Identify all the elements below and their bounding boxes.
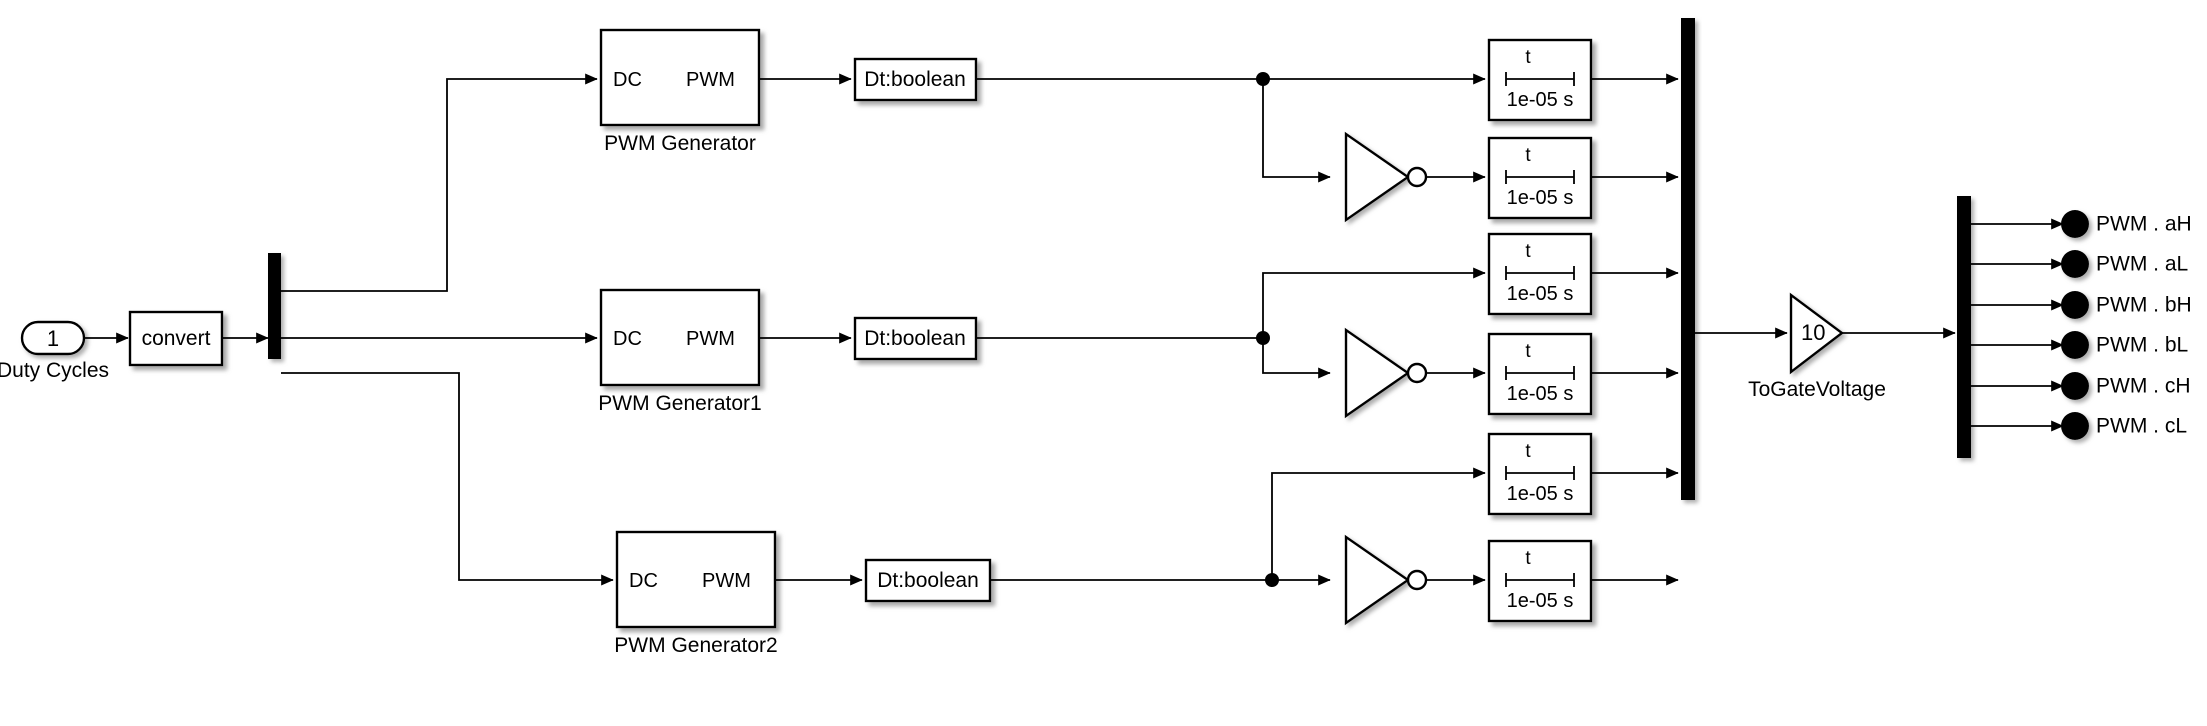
pwm-generator-block-2[interactable] xyxy=(615,530,777,629)
delay-block-0[interactable] xyxy=(1487,38,1593,122)
output-port-circle-4[interactable] xyxy=(2061,372,2089,400)
wire-junction0-to-not0 xyxy=(1262,79,1331,183)
delay5-value: 1e-05 s xyxy=(1506,590,1574,612)
delay3-symbol: t xyxy=(1525,341,1531,362)
input-port-number: 1 xyxy=(46,326,60,351)
wire-junction1-to-not1 xyxy=(1262,338,1331,379)
delay2-value: 1e-05 s xyxy=(1506,283,1574,305)
convert-block-label: convert xyxy=(141,327,211,350)
input-port-label: Duty Cycles xyxy=(0,359,110,382)
output-port-circle-2[interactable] xyxy=(2061,291,2089,319)
delay-block-1[interactable] xyxy=(1487,136,1593,220)
wire-demux-to-pwm-generator2 xyxy=(281,372,614,586)
wire-demux-to-pwm-generator xyxy=(281,73,598,292)
pwmgen1-output-port-label: PWM xyxy=(686,328,735,350)
output-mux-bar[interactable] xyxy=(1681,18,1695,500)
dtbool1-label: Dt:boolean xyxy=(864,327,966,350)
delay3-value: 1e-05 s xyxy=(1506,383,1574,405)
output-port-circle-3[interactable] xyxy=(2061,331,2089,359)
data-type-conversion-block-0[interactable] xyxy=(853,57,978,102)
not-gate-0[interactable] xyxy=(1344,131,1428,223)
pwmgen0-input-port-label: DC xyxy=(613,69,642,91)
delay0-value: 1e-05 s xyxy=(1506,89,1574,111)
dtbool2-label: Dt:boolean xyxy=(877,569,979,592)
pwmgen1-input-port-label: DC xyxy=(613,328,642,350)
gain-block-label: ToGateVoltage xyxy=(1748,378,1886,401)
pwmgen0-output-port-label: PWM xyxy=(686,69,735,91)
convert-block[interactable] xyxy=(128,310,224,367)
output-port-label-2: PWM . bH xyxy=(2096,293,2192,317)
delay4-value: 1e-05 s xyxy=(1506,483,1574,505)
wire-junction2-to-delay4 xyxy=(1271,467,1486,580)
delay5-symbol: t xyxy=(1525,548,1531,569)
data-type-conversion-block-2[interactable] xyxy=(864,558,992,603)
dtbool0-label: Dt:boolean xyxy=(864,68,966,91)
pwmgen2-input-port-label: DC xyxy=(629,570,658,592)
output-port-label-1: PWM . aL xyxy=(2096,252,2189,276)
delay4-symbol: t xyxy=(1525,441,1531,462)
output-port-circle-5[interactable] xyxy=(2061,412,2089,440)
output-port-label-4: PWM . cH xyxy=(2096,374,2191,398)
pwmgen2-block-label: PWM Generator2 xyxy=(614,634,778,657)
not-gate-2[interactable] xyxy=(1344,534,1428,626)
delay0-symbol: t xyxy=(1525,47,1531,68)
delay-block-3[interactable] xyxy=(1487,332,1593,416)
output-port-label-5: PWM . cL xyxy=(2096,414,2188,438)
output-port-circle-0[interactable] xyxy=(2061,210,2089,238)
input-demux-bar[interactable] xyxy=(268,253,281,359)
delay-block-2[interactable] xyxy=(1487,232,1593,316)
gain-value: 10 xyxy=(1801,320,1826,345)
delay1-value: 1e-05 s xyxy=(1506,187,1574,209)
pwmgen0-block-label: PWM Generator xyxy=(604,132,756,155)
delay2-symbol: t xyxy=(1525,241,1531,262)
delay-block-4[interactable] xyxy=(1487,432,1593,516)
not-gate-1[interactable] xyxy=(1344,327,1428,419)
output-port-label-0: PWM . aH xyxy=(2096,212,2192,236)
gain-block-togatevoltage[interactable] xyxy=(1789,292,1844,375)
wire-junction1-to-delay2 xyxy=(1262,267,1486,338)
delay-block-5[interactable] xyxy=(1487,539,1593,623)
pwmgen2-output-port-label: PWM xyxy=(702,570,751,592)
final-demux-bar[interactable] xyxy=(1957,196,1971,458)
delay1-symbol: t xyxy=(1525,145,1531,166)
output-port-circle-1[interactable] xyxy=(2061,250,2089,278)
pwm-generator-block-0[interactable] xyxy=(599,28,761,127)
pwmgen1-block-label: PWM Generator1 xyxy=(598,392,762,415)
data-type-conversion-block-1[interactable] xyxy=(853,316,978,361)
output-port-label-3: PWM . bL xyxy=(2096,333,2189,357)
